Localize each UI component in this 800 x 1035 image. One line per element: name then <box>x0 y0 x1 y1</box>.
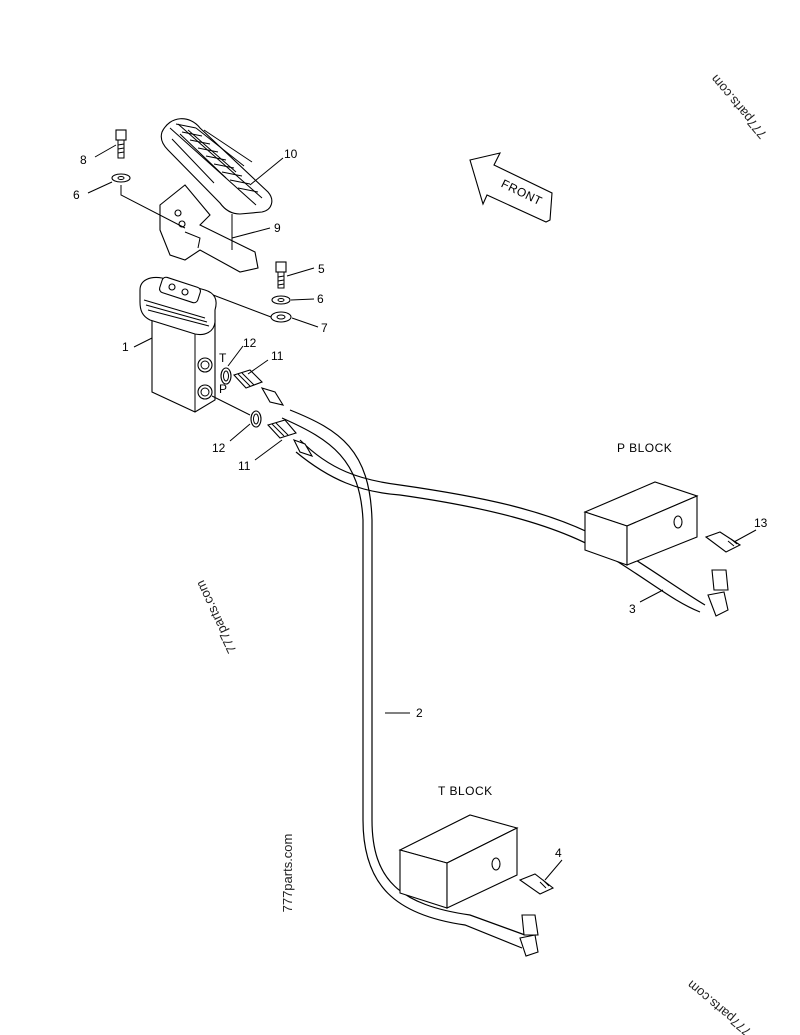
callout-2: 2 <box>416 706 423 720</box>
callout-7: 7 <box>321 321 328 335</box>
watermark-bottom-right: 777parts.com <box>684 977 754 1035</box>
p-block <box>583 481 699 566</box>
pilot-valve-1 <box>139 276 217 413</box>
t-block <box>398 814 519 909</box>
leader-lines <box>87 144 757 881</box>
callout-5: 5 <box>318 262 325 276</box>
callout-8: 8 <box>80 153 87 167</box>
port-label-t: T <box>219 351 227 365</box>
tee-4 <box>518 873 555 957</box>
callout-12-top: 12 <box>243 336 257 350</box>
front-arrow: FRONT <box>469 152 553 223</box>
washer-6-top <box>111 173 131 183</box>
o-ring-12-top <box>220 367 232 385</box>
washer-7 <box>270 311 292 323</box>
callout-3: 3 <box>629 602 636 616</box>
o-ring-12-bottom <box>250 410 262 428</box>
hose-3 <box>295 439 706 613</box>
hose-2 <box>281 409 526 949</box>
washer-6-right <box>271 295 291 305</box>
adapter-11-top <box>233 369 285 406</box>
pedal-10 <box>160 118 273 215</box>
p-block-label: P BLOCK <box>617 441 672 455</box>
watermark-center: 777parts.com <box>280 834 295 913</box>
watermark-left: 777parts.com <box>192 578 239 656</box>
callout-11-top: 11 <box>271 349 284 363</box>
bolt-8 <box>115 129 127 159</box>
watermark-top-right: 777parts.com <box>707 72 769 142</box>
callout-9: 9 <box>274 221 281 235</box>
callout-4: 4 <box>555 846 562 860</box>
callouts: 1 2 3 4 5 6 6 7 8 9 10 11 11 12 12 13 <box>73 147 768 860</box>
callout-13: 13 <box>754 516 768 530</box>
callout-11-bottom: 11 <box>238 459 251 473</box>
callout-10: 10 <box>284 147 298 161</box>
callout-6-right: 6 <box>317 292 324 306</box>
tee-13 <box>704 531 742 617</box>
t-block-label: T BLOCK <box>438 784 493 798</box>
bolt-5 <box>275 261 287 289</box>
adapter-11-bottom <box>266 419 314 457</box>
callout-6-top: 6 <box>73 188 80 202</box>
bracket-9 <box>159 184 259 273</box>
callout-12-bottom: 12 <box>212 441 226 455</box>
callout-1: 1 <box>122 340 129 354</box>
port-label-p: P <box>219 382 227 396</box>
